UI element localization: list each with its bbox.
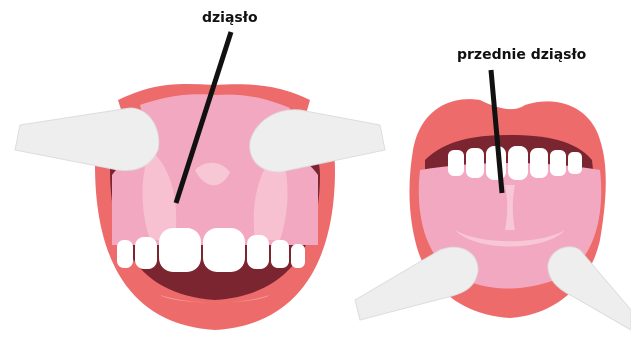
- tooth: [448, 150, 464, 176]
- tooth: [203, 228, 245, 272]
- tooth: [466, 148, 484, 178]
- left-finger-right: [250, 110, 385, 172]
- tooth: [291, 244, 305, 268]
- right-teeth: [448, 146, 582, 180]
- tooth: [508, 146, 528, 180]
- tooth: [247, 235, 269, 269]
- tooth: [550, 150, 566, 176]
- left-finger-left: [15, 108, 159, 170]
- right-finger-left: [355, 247, 478, 320]
- left-mouth-illustration: [15, 32, 385, 330]
- tooth: [159, 228, 201, 272]
- tooth: [271, 240, 289, 268]
- tooth: [530, 148, 548, 178]
- tooth: [135, 237, 157, 269]
- right-mouth-illustration: [355, 70, 631, 330]
- tooth: [117, 240, 133, 268]
- label-gum: dziąsło: [202, 10, 258, 26]
- label-front-gum: przednie dziąsło: [457, 47, 586, 63]
- tooth: [568, 152, 582, 174]
